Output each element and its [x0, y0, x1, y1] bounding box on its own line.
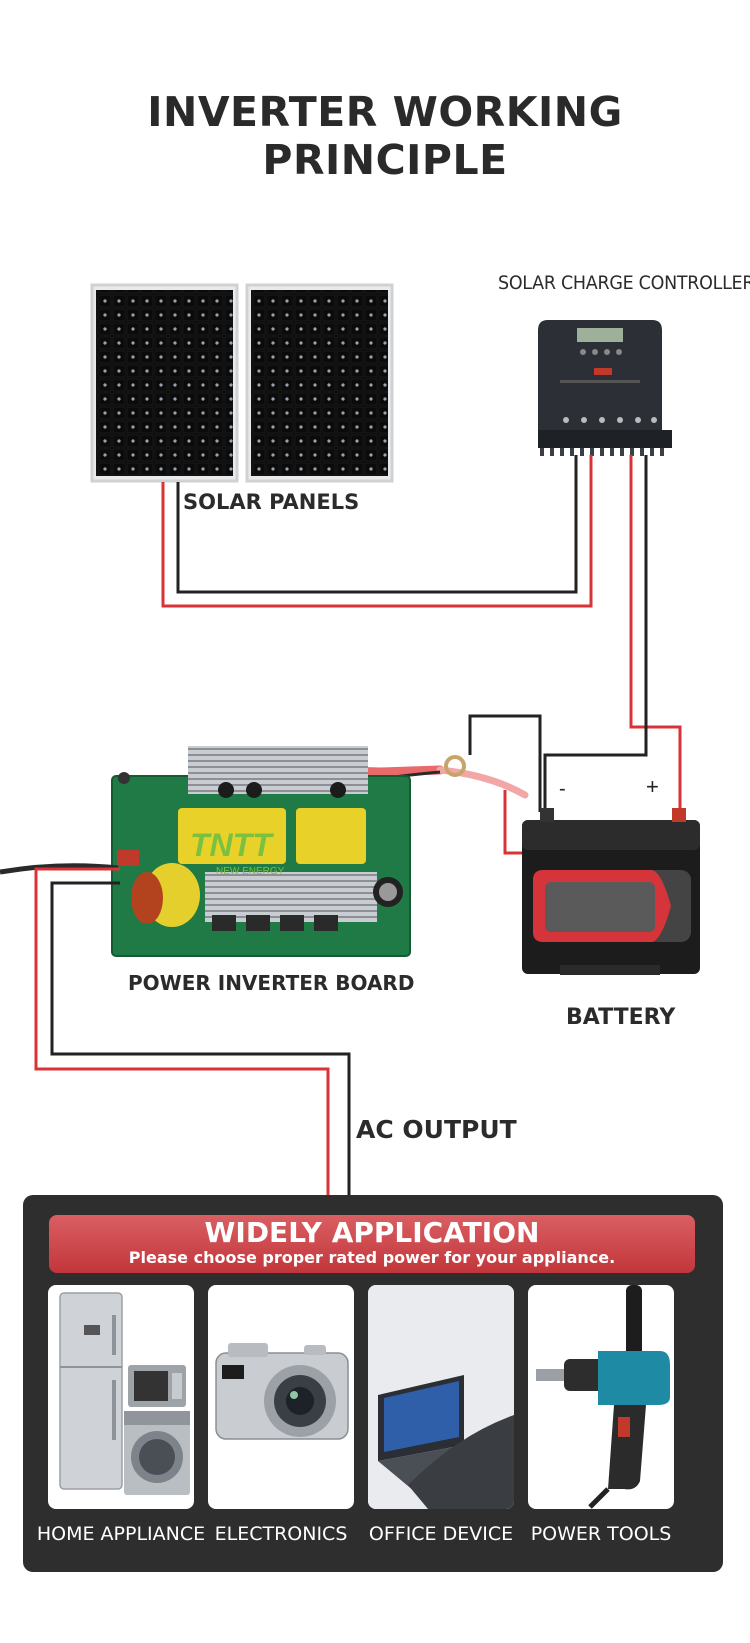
- battery-label: BATTERY: [566, 1005, 676, 1030]
- application-card-electronics: [208, 1285, 354, 1509]
- drill-icon: [536, 1285, 670, 1509]
- application-banner: WIDELY APPLICATION Please choose proper …: [49, 1215, 695, 1273]
- solar-panel-left: [90, 283, 239, 483]
- application-card-power-tools: [528, 1285, 674, 1509]
- application-subtitle: Please choose proper rated power for you…: [128, 1248, 616, 1267]
- application-label-home-appliance: HOME APPLIANCE: [36, 1523, 206, 1545]
- camera-icon: [215, 1343, 349, 1440]
- charge-controller-icon: [538, 320, 672, 456]
- application-label-electronics: ELECTRONICS: [214, 1523, 348, 1545]
- application-panel: WIDELY APPLICATION Please choose proper …: [23, 1195, 723, 1572]
- application-label-power-tools: POWER TOOLS: [530, 1523, 672, 1545]
- page-title: INVERTER WORKING PRINCIPLE: [147, 88, 623, 184]
- application-card-home-appliance: [48, 1285, 194, 1509]
- battery-icon: [522, 808, 700, 975]
- solar-panels-label: SOLAR PANELS: [183, 490, 360, 514]
- inverter-board-icon: TNTT NEW ENERGY: [111, 746, 411, 957]
- solar-panel-right: [245, 283, 394, 483]
- laptop-icon: [368, 1285, 514, 1509]
- board-brand-text: TNTT: [190, 827, 274, 863]
- application-card-office-device: [368, 1285, 514, 1509]
- board-brand-sub-text: NEW ENERGY: [216, 866, 285, 877]
- fridge-washer-icon: [59, 1292, 190, 1495]
- battery-plus-label: +: [646, 774, 659, 799]
- battery-minus-label: -: [559, 778, 566, 800]
- ac-output-label: AC OUTPUT: [356, 1115, 517, 1144]
- solar-charge-controller-label: SOLAR CHARGE CONTROLLER: [498, 272, 750, 294]
- power-inverter-board-label: POWER INVERTER BOARD: [128, 971, 415, 995]
- application-title: WIDELY APPLICATION: [204, 1216, 540, 1249]
- application-label-office-device: OFFICE DEVICE: [368, 1523, 514, 1545]
